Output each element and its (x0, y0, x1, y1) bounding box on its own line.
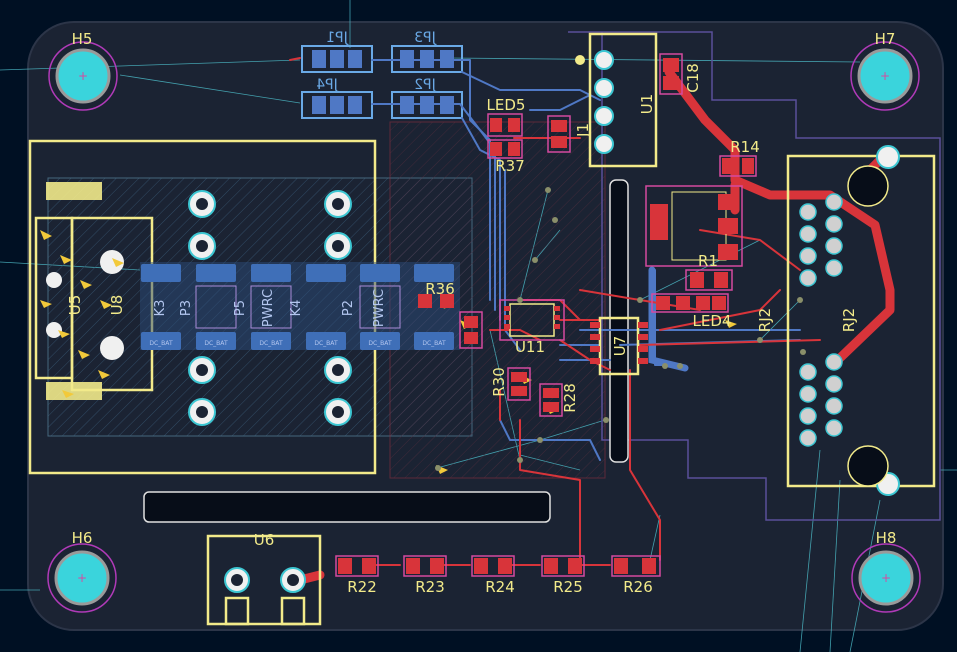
led4-label: LED4 (693, 312, 732, 330)
resistor-r1[interactable]: R1 (685, 252, 733, 291)
relay-label-5: K4 (289, 300, 304, 317)
resistor-r26[interactable]: R26 (611, 555, 661, 596)
dc-bat-label-1: DC_BAT (149, 340, 173, 347)
u8-label: U8 (108, 295, 126, 316)
led-led4[interactable]: LED4 (651, 293, 732, 330)
relay-label-4: PWRC (261, 289, 276, 327)
hole-label-h8: H8 (876, 529, 897, 547)
led-led5[interactable]: LED5 (487, 96, 526, 137)
jp2-label: JP2 (414, 77, 436, 93)
dc-bat-label-3: DC_BAT (259, 340, 283, 347)
hole-label-h6: H6 (72, 529, 93, 547)
relay-label-7: PWRC (372, 289, 387, 327)
regulator-u1[interactable]: U1 (575, 32, 658, 168)
r1-label: R1 (698, 252, 718, 270)
r28-label: R28 (561, 383, 579, 413)
hole-label-h5: H5 (72, 30, 93, 48)
terminal-block-u6[interactable]: U6 (206, 531, 322, 626)
r24-label: R24 (485, 578, 515, 596)
dc-bat-label-6: DC_BAT (422, 340, 446, 347)
u5-label: U5 (66, 295, 84, 316)
svg-text:+: + (881, 571, 891, 585)
r22-label: R22 (347, 578, 377, 596)
mounting-hole-h6[interactable]: + H6 (47, 529, 117, 613)
resistor-r37[interactable]: R37 (487, 139, 525, 175)
mounting-hole-h8[interactable]: + H8 (851, 529, 921, 613)
mounting-hole-h7[interactable]: + H7 (850, 30, 920, 111)
resistor-r14[interactable]: R14 (719, 138, 760, 177)
j1-label: J1 (574, 123, 592, 138)
resistor-r22[interactable]: R22 (335, 555, 379, 596)
relay-label-3: P5 (233, 300, 248, 316)
resistor-r23[interactable]: R23 (403, 555, 447, 596)
u7-label: U7 (611, 336, 629, 357)
r14-label: R14 (730, 138, 760, 156)
resistor-r28[interactable]: R28 (539, 383, 579, 417)
r30-label: R30 (490, 367, 508, 397)
r25-label: R25 (553, 578, 583, 596)
led5-label: LED5 (487, 96, 526, 114)
r26-label: R26 (623, 578, 653, 596)
relay-label-6: P2 (341, 300, 356, 316)
svg-text:+: + (880, 69, 890, 83)
r36-label: R36 (425, 280, 455, 298)
resistor-r30[interactable]: R30 (490, 367, 531, 401)
resistor-r25[interactable]: R25 (541, 555, 585, 596)
ic-u11[interactable]: U11 (499, 299, 565, 356)
svg-text:+: + (77, 571, 87, 585)
r23-label: R23 (415, 578, 445, 596)
c18-label: C18 (684, 63, 702, 93)
board-slot (143, 491, 551, 523)
mounting-hole-h5[interactable]: + H5 (48, 30, 118, 111)
dc-bat-label-2: DC_BAT (204, 340, 228, 347)
resistor-r36[interactable]: R36 (418, 280, 483, 349)
jp1-label: JP1 (326, 30, 348, 46)
connector-j1[interactable]: J1 (547, 115, 592, 153)
jp4-label: JP4 (316, 77, 339, 93)
capacitor-c18[interactable]: C18 (659, 53, 702, 95)
hole-label-h7: H7 (875, 30, 896, 48)
r37-label: R37 (495, 157, 525, 175)
u1-label: U1 (638, 94, 656, 115)
jp3-label: JP3 (414, 30, 436, 46)
relay-label-1: K3 (153, 300, 168, 317)
u11-label: U11 (515, 338, 545, 356)
relay-pads[interactable] (188, 190, 352, 426)
rj2-label: RJ2 (840, 308, 858, 332)
jumper-jp4[interactable]: JP4 (301, 77, 373, 119)
relay-label-2: P3 (179, 300, 194, 316)
power-module[interactable] (645, 185, 743, 267)
ic-u7[interactable]: U7 (590, 316, 648, 376)
rj2-label-back: RJ2 (756, 308, 774, 332)
u6-label: U6 (254, 531, 275, 549)
resistor-r24[interactable]: R24 (471, 555, 515, 596)
vias[interactable] (435, 187, 806, 471)
back-copper-pour (140, 262, 460, 350)
smd-relay-row[interactable]: DC_BAT DC_BAT DC_BAT DC_BAT DC_BAT DC_BA… (141, 264, 454, 350)
svg-text:+: + (78, 69, 88, 83)
dc-bat-label-5: DC_BAT (368, 340, 392, 347)
connector-rj2[interactable]: RJ2 RJ2 (756, 145, 936, 496)
dc-bat-label-4: DC_BAT (314, 340, 338, 347)
board-slot-vertical (609, 179, 629, 463)
